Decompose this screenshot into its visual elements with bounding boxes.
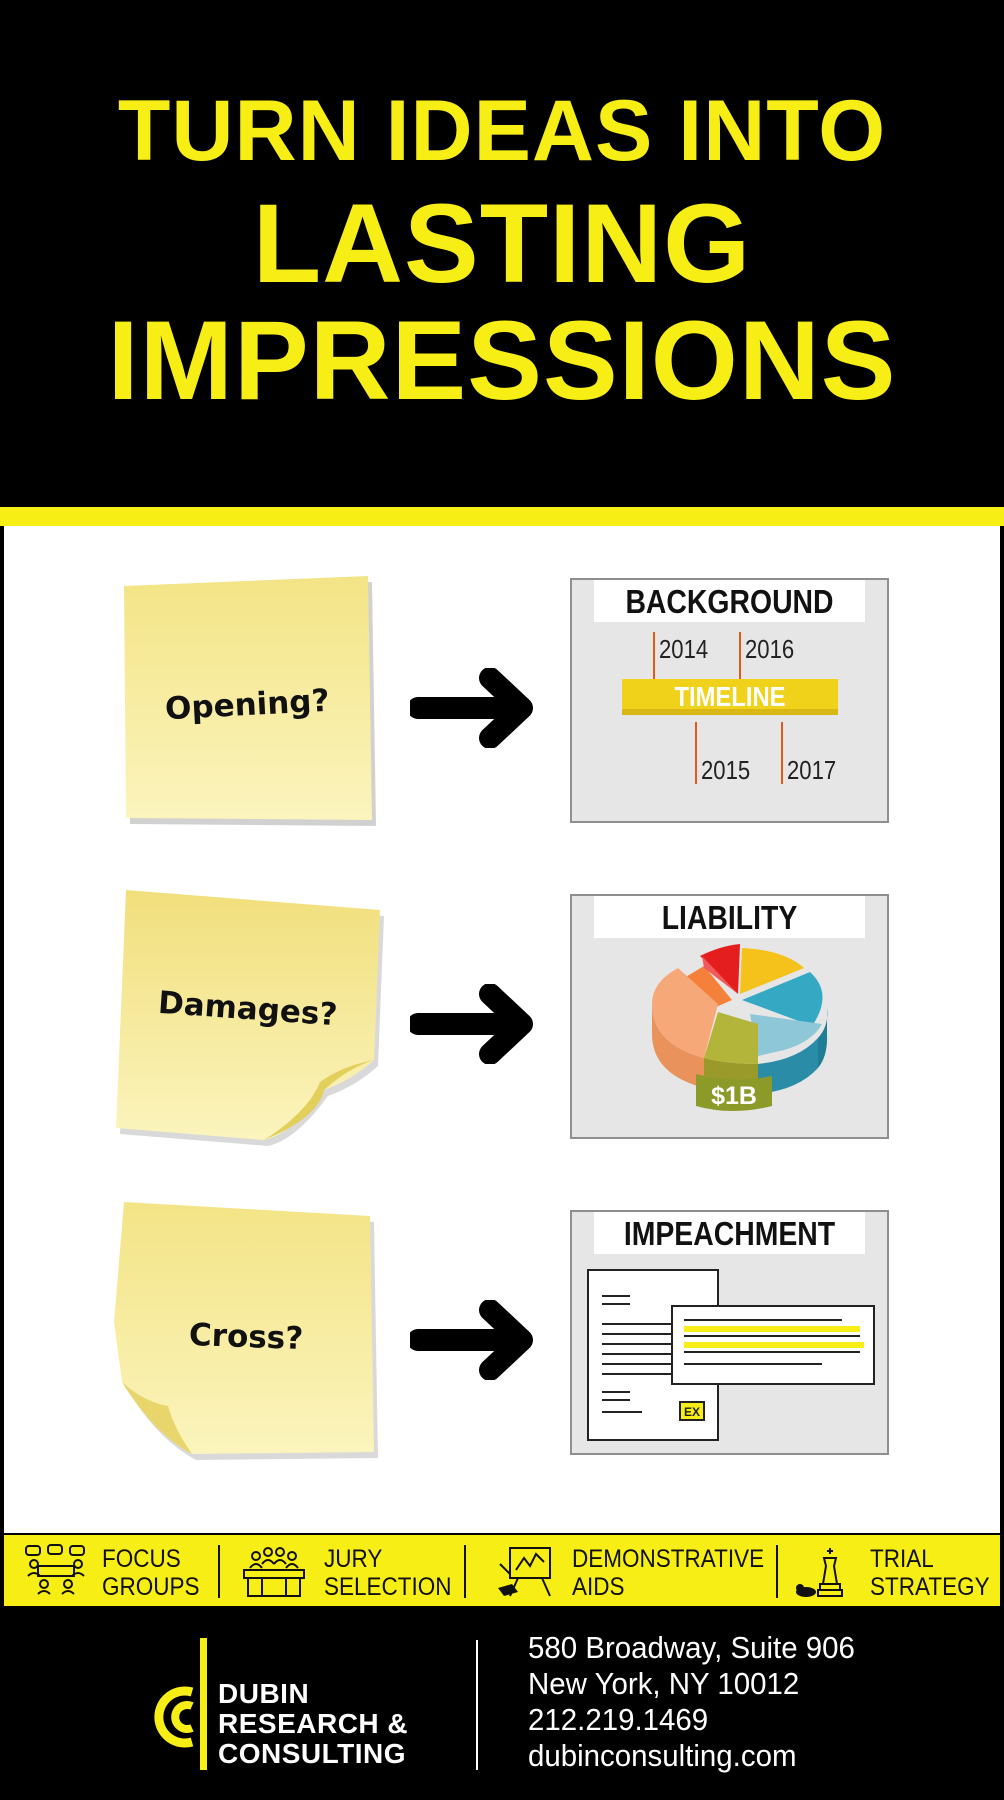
timeline-tick <box>739 632 741 692</box>
timeline-tick <box>695 722 697 784</box>
documents-graphic: EX <box>572 1254 887 1453</box>
timeline-graphic: 2014 2016 2015 2017 TIMELINE <box>572 622 887 821</box>
pie-chart-3d: $1B <box>652 944 828 1111</box>
dubin-logo-mark <box>154 1638 207 1770</box>
phone-number[interactable]: 212.219.1469 <box>528 1702 709 1737</box>
card-title: BACKGROUND <box>594 580 865 622</box>
footer: DUBIN RESEARCH & CONSULTING 580 Broadway… <box>0 1608 1004 1800</box>
exhibit-tag: EX <box>684 1405 700 1419</box>
company-name: DUBIN RESEARCH & CONSULTING <box>218 1678 409 1769</box>
card-background: BACKGROUND 2014 2016 2015 2017 TIMELINE <box>570 578 889 823</box>
content-panel: Opening? BACKGROUND 2014 2016 2015 2017 … <box>4 526 1000 1533</box>
divider <box>464 1545 466 1598</box>
arrow-right-icon <box>410 1300 533 1380</box>
document-stack: EX <box>587 1269 875 1441</box>
timeline-year: 2014 <box>659 634 709 664</box>
card-impeachment: IMPEACHMENT EX <box>570 1210 889 1455</box>
sticky-note-paper <box>114 1202 378 1460</box>
website-link[interactable]: dubinconsulting.com <box>528 1738 797 1773</box>
focus-groups-icon <box>25 1544 85 1595</box>
arrow-right-icon <box>410 668 533 748</box>
chess-pieces-icon <box>796 1548 843 1597</box>
timeline-label: TIMELINE <box>674 681 786 712</box>
jury-box-icon <box>243 1547 305 1597</box>
sticky-note-paper <box>116 890 384 1146</box>
divider <box>776 1545 778 1598</box>
timeline-tick <box>781 722 783 784</box>
sticky-note-paper <box>124 576 376 826</box>
card-title: LIABILITY <box>594 896 865 938</box>
card-title: IMPEACHMENT <box>594 1212 865 1254</box>
headline-line-3: IMPRESSIONS <box>107 298 897 423</box>
yellow-divider-band <box>0 507 1004 526</box>
timeline-bar: TIMELINE <box>622 679 838 715</box>
pie-label: $1B <box>711 1082 757 1110</box>
hero-banner: TURN IDEAS INTO LASTING IMPRESSIONS <box>0 0 1004 507</box>
divider <box>218 1545 220 1598</box>
timeline-year: 2015 <box>701 755 751 785</box>
timeline-tick <box>653 632 655 692</box>
sticky-note-cross: Cross? <box>114 1202 378 1464</box>
headline-line-2: LASTING <box>252 181 752 306</box>
timeline-year: 2017 <box>787 755 837 785</box>
note-label: Cross? <box>188 1317 304 1357</box>
contact-info: 580 Broadway, Suite 906 New York, NY 100… <box>528 1630 872 1774</box>
headline-line-1: TURN IDEAS INTO <box>117 83 887 179</box>
arrow-right-icon <box>410 984 533 1064</box>
sticky-note-opening: Opening? <box>116 576 378 834</box>
address-line-2: New York, NY 10012 <box>528 1666 800 1701</box>
card-liability: LIABILITY <box>570 894 889 1139</box>
sticky-note-damages: Damages? <box>112 890 384 1146</box>
pie-chart-graphic: $1B <box>572 938 887 1137</box>
timeline-year: 2016 <box>745 634 795 664</box>
address-line-1: 580 Broadway, Suite 906 <box>528 1630 855 1665</box>
easel-chart-icon <box>498 1547 551 1597</box>
footer-divider <box>476 1640 478 1770</box>
